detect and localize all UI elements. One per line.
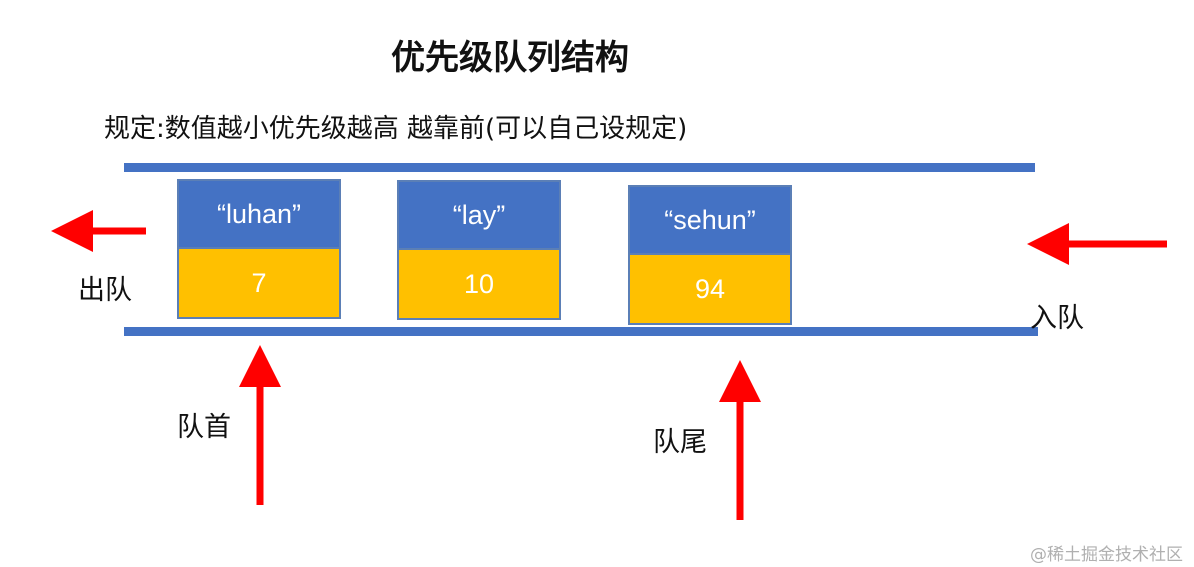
item-priority: 94: [630, 255, 790, 323]
item-priority: 10: [399, 250, 559, 318]
dequeue-label: 出队: [78, 275, 132, 306]
item-name: “luhan”: [179, 181, 339, 249]
tail-label: 队尾: [653, 427, 707, 458]
head-label: 队首: [177, 412, 231, 443]
queue-item-sehun: “sehun” 94: [628, 185, 792, 325]
item-name: “lay”: [399, 182, 559, 250]
queue-item-luhan: “luhan” 7: [177, 179, 341, 319]
queue-top-rail: [124, 163, 1035, 172]
item-name: “sehun”: [630, 187, 790, 255]
diagram-title: 优先级队列结构: [391, 38, 629, 78]
queue-bottom-rail: [124, 327, 1038, 336]
item-priority: 7: [179, 249, 339, 317]
watermark: @稀土掘金技术社区: [1030, 545, 1183, 565]
priority-rule-text: 规定:数值越小优先级越高 越靠前(可以自己设规定): [104, 114, 688, 144]
enqueue-label: 入队: [1030, 303, 1084, 334]
queue-item-lay: “lay” 10: [397, 180, 561, 320]
